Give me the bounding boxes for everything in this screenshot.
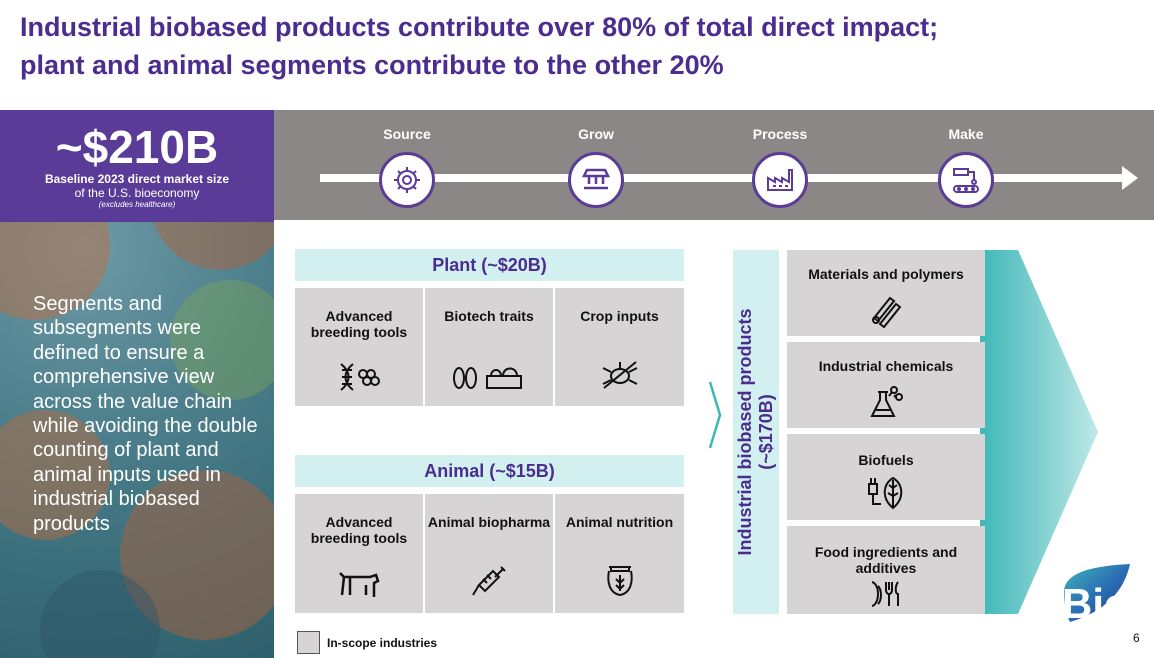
pest-control-icon xyxy=(555,358,684,392)
segments-description: Segments and subsegments were defined to… xyxy=(33,293,258,535)
plant-header: Plant (~$20B) xyxy=(295,249,684,281)
animal-header: Animal (~$15B) xyxy=(295,455,684,487)
flask-icon xyxy=(787,384,985,420)
industrial-arrow xyxy=(980,250,1098,614)
title-line-1: Industrial biobased products contribute … xyxy=(20,12,939,42)
stage-label: Source xyxy=(383,126,431,142)
stage-label: Make xyxy=(948,126,984,142)
cell-label: Industrial chemicals xyxy=(818,358,954,374)
robot-arm-icon xyxy=(938,152,994,208)
cow-icon xyxy=(295,567,423,599)
gear-icon xyxy=(379,152,435,208)
plant-cell-biotech-traits: Biotech traits xyxy=(425,288,553,406)
animal-cell-breeding: Advanced breeding tools xyxy=(295,494,423,613)
cell-label: Materials and polymers xyxy=(808,266,964,282)
stage-label: Process xyxy=(752,126,808,142)
cell-label: Biofuels xyxy=(858,452,914,468)
cell-label: Advanced breeding tools xyxy=(310,514,408,546)
cell-label: Crop inputs xyxy=(580,308,659,324)
industrial-vertical-label: Industrial biobased products (~$170B) xyxy=(735,252,777,612)
value-chain-arrowhead xyxy=(1122,166,1138,190)
stage-grow: Grow xyxy=(541,125,651,208)
stage-process: Process xyxy=(725,125,835,208)
industrial-cell-materials: Materials and polymers xyxy=(787,250,985,336)
industrial-cell-chemicals: Industrial chemicals xyxy=(787,342,985,428)
plant-cell-breeding: Advanced breeding tools xyxy=(295,288,423,406)
industrial-label-bar xyxy=(733,250,779,614)
bio-logo xyxy=(1064,564,1130,622)
animal-cell-nutrition: Animal nutrition xyxy=(555,494,684,613)
greenhouse-icon xyxy=(568,152,624,208)
industrial-value: (~$170B) xyxy=(756,394,776,470)
cell-label: Animal biopharma xyxy=(427,514,551,530)
cell-label: Biotech traits xyxy=(444,308,534,324)
legend-swatch xyxy=(297,631,320,654)
stage-make: Make xyxy=(911,125,1021,208)
syringe-icon xyxy=(425,563,553,599)
stage-label: Grow xyxy=(578,126,614,142)
stage-source: Source xyxy=(352,125,462,208)
page-title: Industrial biobased products contribute … xyxy=(20,8,1120,84)
feed-icon xyxy=(555,563,684,599)
plant-cell-crop-inputs: Crop inputs xyxy=(555,288,684,406)
polymer-icon xyxy=(787,292,985,328)
logo-text: Bio xyxy=(1062,580,1130,627)
animal-cell-biopharma: Animal biopharma xyxy=(425,494,553,613)
value-chain-line xyxy=(320,174,1126,182)
cell-label: Animal nutrition xyxy=(565,514,674,530)
title-line-2: plant and animal segments contribute to … xyxy=(20,50,724,80)
food-icon xyxy=(787,578,985,608)
page-number: 6 xyxy=(1133,631,1140,645)
baseline-caption: Baseline 2023 direct market size xyxy=(44,172,230,186)
baseline-stat-panel: ~$210B Baseline 2023 direct market size … xyxy=(0,110,274,222)
industrial-cell-food: Food ingredients and additives xyxy=(787,526,985,614)
baseline-value: ~$210B xyxy=(55,121,219,173)
baseline-caption-2: of the U.S. bioeconomy xyxy=(74,186,200,200)
factory-icon xyxy=(752,152,808,208)
crops-icon xyxy=(425,358,553,392)
cell-label: Food ingredients and additives xyxy=(814,544,958,576)
industrial-label: Industrial biobased products xyxy=(735,308,755,556)
chevron-right-icon xyxy=(708,381,722,449)
biofuel-leaf-icon xyxy=(787,474,985,512)
cell-label: Advanced breeding tools xyxy=(310,308,408,340)
industrial-cell-biofuels: Biofuels xyxy=(787,434,985,520)
legend-label: In-scope industries xyxy=(327,636,438,650)
baseline-note: (excludes healthcare) xyxy=(98,200,176,209)
dna-icon xyxy=(295,362,423,392)
